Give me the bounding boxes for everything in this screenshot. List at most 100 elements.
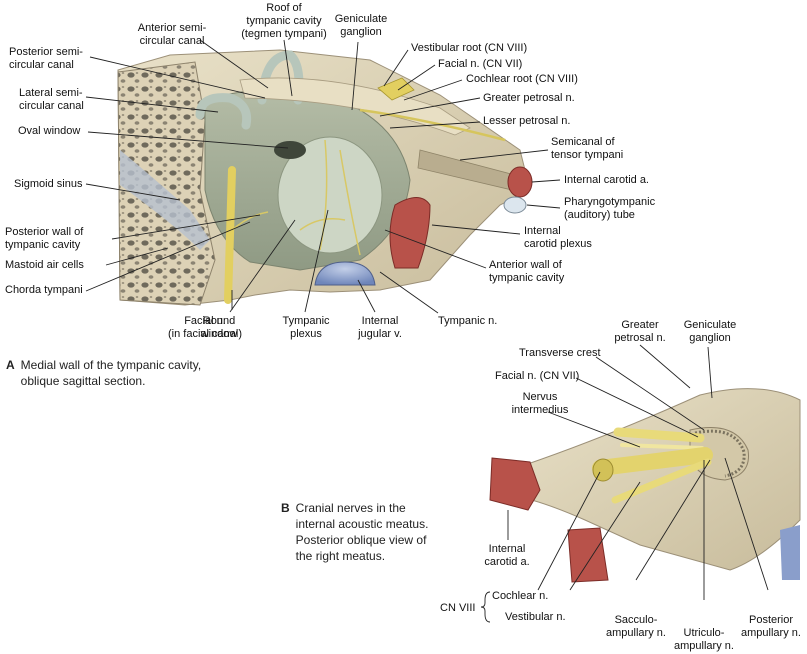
label-b-cochlear-n: Cochlear n. xyxy=(492,590,549,602)
blue-vessel-b xyxy=(780,525,800,580)
sigmoid-sinus-groove xyxy=(120,150,210,250)
leader-b-sacculo xyxy=(635,459,711,581)
label-b-nervus-intermedius: Nervus intermedius xyxy=(511,391,569,416)
label-semicanal-tensor-tympani: Semicanal of tensor tympani xyxy=(551,136,624,161)
label-cochlear-root: Cochlear root (CN VIII) xyxy=(466,73,578,85)
internal-carotid-b xyxy=(489,457,541,511)
chorda-tympani-fiber xyxy=(231,211,269,231)
leader-b-transverse-crest xyxy=(595,356,705,431)
label-posterior-semicircular-canal: Posterior semi- circular canal xyxy=(9,46,83,71)
caption-b-text: Cranial nerves in the internal acoustic … xyxy=(295,501,429,563)
label-lesser-petrosal-a: Lesser petrosal n. xyxy=(483,115,571,127)
leader-mastoid xyxy=(105,247,169,266)
mastoid-air-cells-region xyxy=(117,61,216,306)
leader-internal-jugular xyxy=(357,279,376,313)
pharyngotympanic-tube xyxy=(503,196,527,214)
label-internal-carotid-plexus: Internal carotid plexus xyxy=(524,225,592,250)
leader-internal-carotid-a xyxy=(531,179,561,183)
label-facial-cn7-a: Facial n. (CN VII) xyxy=(438,58,523,70)
leader-posterior-wall xyxy=(111,214,261,240)
cn8-brace xyxy=(480,591,491,623)
greater-petrosal-nerve xyxy=(359,108,506,142)
leader-b-cochlear xyxy=(537,471,601,591)
facial-nerve-in-canal xyxy=(224,166,236,304)
label-posterior-wall: Posterior wall of tympanic cavity xyxy=(5,226,84,251)
label-lateral-semicircular-canal: Lateral semi- circular canal xyxy=(19,87,84,112)
label-b-posterior-ampullary: Posterior ampullary n. xyxy=(741,614,801,639)
label-vestibular-root: Vestibular root (CN VIII) xyxy=(411,42,528,54)
carotid-canal xyxy=(389,197,431,269)
meatus-spongy-rim xyxy=(694,429,746,478)
leader-tympanic-plexus xyxy=(304,209,329,313)
leader-anterior-wall xyxy=(384,229,487,269)
caption-b-letter: B xyxy=(281,501,290,515)
label-b-greater-petrosal: Greater petrosal n. xyxy=(614,319,666,344)
cochlear-nerve-b xyxy=(592,447,713,476)
caption-panel-b: B Cranial nerves in the internal acoustic… xyxy=(281,500,481,564)
leader-facial-cn7 xyxy=(397,64,436,91)
label-mastoid-air-cells: Mastoid air cells xyxy=(5,259,84,271)
label-internal-carotid-a: Internal carotid a. xyxy=(564,174,649,186)
label-greater-petrosal-a: Greater petrosal n. xyxy=(483,92,575,104)
label-b-vestibular-n: Vestibular n. xyxy=(505,611,566,623)
leader-lines xyxy=(85,39,769,623)
label-round-window: Round window xyxy=(200,315,238,340)
label-geniculate-ganglion: Geniculate ganglion xyxy=(334,13,388,38)
leader-internal-carotid-plexus xyxy=(431,224,521,235)
leader-b-posterior-ampullary xyxy=(724,457,769,591)
panel-b-illustration xyxy=(489,388,801,583)
label-b-geniculate-ganglion: Geniculate ganglion xyxy=(683,319,737,344)
label-anterior-wall: Anterior wall of tympanic cavity xyxy=(489,259,565,284)
leader-b-facial xyxy=(575,377,699,438)
facial-nerve-b xyxy=(613,427,705,443)
label-tympanic-n: Tympanic n. xyxy=(438,315,498,327)
leader-roof xyxy=(283,39,293,97)
label-anterior-semicircular-canal: Anterior semi- circular canal xyxy=(137,22,207,47)
tegmen-tympani xyxy=(239,77,471,136)
label-facial-n-in-canal: Facial n. (in facial canal) xyxy=(168,315,242,340)
label-sigmoid-sinus: Sigmoid sinus xyxy=(14,178,83,190)
leader-b-nervus-intermedius xyxy=(547,411,641,448)
lateral-semicircular-canal xyxy=(195,93,252,130)
internal-jugular-vein xyxy=(314,261,376,286)
label-b-internal-carotid: Internal carotid a. xyxy=(484,543,530,568)
leader-tympanic-n xyxy=(379,271,439,314)
panel-a-illustration xyxy=(117,49,533,306)
leader-greater-petrosal xyxy=(379,97,481,117)
internal-carotid-artery-a xyxy=(507,166,533,198)
leader-posterior-semicircular xyxy=(89,56,266,99)
leader-chorda xyxy=(85,221,251,292)
internal-carotid-b-lower xyxy=(567,527,609,583)
label-internal-jugular: Internal jugular v. xyxy=(358,315,402,340)
label-b-facial-cn7: Facial n. (CN VII) xyxy=(495,370,580,382)
label-roof-of-tympanic-cavity: Roof of tympanic cavity (tegmen tympani) xyxy=(241,2,327,40)
leader-b-greater-petrosal xyxy=(639,344,691,389)
label-oval-window: Oval window xyxy=(18,125,81,137)
label-tympanic-plexus: Tympanic plexus xyxy=(282,315,330,340)
leader-vestibular-root xyxy=(383,49,409,87)
leader-semicanal xyxy=(459,149,549,161)
leader-sigmoid xyxy=(85,183,181,201)
leader-pharyngotympanic xyxy=(526,204,561,209)
caption-a-letter: A xyxy=(6,358,15,372)
leader-b-vestibular xyxy=(569,481,641,591)
leader-round-window xyxy=(229,219,296,313)
vestibular-nerve-b xyxy=(611,458,712,504)
label-b-sacculo-ampullary: Sacculo- ampullary n. xyxy=(606,614,666,639)
oval-window-niche xyxy=(274,141,306,159)
cochlear-nerve-cut-end xyxy=(592,458,614,482)
leader-lateral-semicircular xyxy=(85,96,219,113)
leader-cochlear-root xyxy=(403,79,463,101)
caption-a-text: Medial wall of the tympanic cavity, obli… xyxy=(20,358,202,388)
leader-anterior-semicircular xyxy=(199,39,269,89)
facial-nerve-bundle-top xyxy=(377,77,415,101)
leader-geniculate xyxy=(351,41,359,111)
leader-lesser-petrosal xyxy=(389,121,481,129)
promontory xyxy=(277,136,383,254)
leader-oval-window xyxy=(87,131,289,149)
tympanic-plexus-fibers xyxy=(299,139,361,256)
label-pharyngotympanic-tube: Pharyngotympanic (auditory) tube xyxy=(564,196,656,221)
label-chorda-tympani: Chorda tympani xyxy=(5,284,83,296)
label-b-transverse-crest: Transverse crest xyxy=(519,347,601,359)
